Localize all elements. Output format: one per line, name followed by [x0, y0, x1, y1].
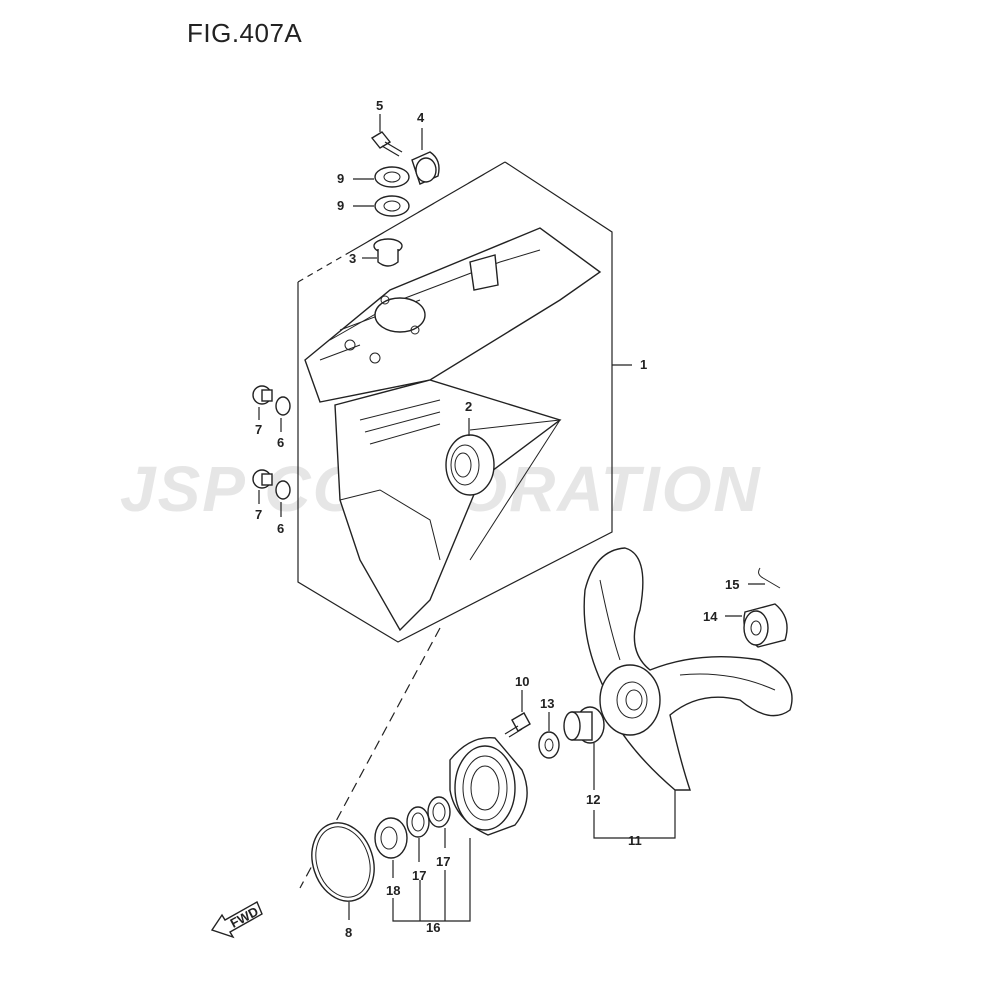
callout-7-upper: 7 — [255, 422, 262, 437]
o-ring-part-8[interactable] — [302, 815, 384, 920]
callout-2: 2 — [465, 399, 472, 414]
plug-part-7-upper[interactable] — [252, 385, 273, 420]
gasket-part-6-lower[interactable] — [275, 480, 291, 517]
housing-part-16[interactable] — [449, 736, 528, 890]
oil-seal-part-17-b[interactable] — [427, 796, 451, 848]
figure-title: FIG.407A — [187, 18, 303, 48]
bushing-part-3[interactable] — [362, 238, 403, 267]
bracket-11 — [593, 790, 676, 839]
fwd-label: FWD — [228, 904, 261, 931]
callout-7-lower: 7 — [255, 507, 262, 522]
callout-6-lower: 6 — [277, 521, 284, 536]
callout-16: 16 — [426, 920, 440, 935]
nut-part-14[interactable] — [725, 603, 788, 648]
gasket-part-6-upper[interactable] — [275, 396, 291, 432]
gear-case-outline — [297, 161, 613, 643]
callout-11: 11 — [628, 833, 642, 848]
callout-8: 8 — [345, 925, 352, 940]
callout-13: 13 — [540, 696, 554, 711]
callout-17-a: 17 — [412, 868, 426, 883]
callout-6-upper: 6 — [277, 435, 284, 450]
oil-seal-part-17-a[interactable] — [406, 806, 430, 862]
washer-part-13[interactable] — [538, 712, 560, 759]
cotter-pin-part-15[interactable] — [748, 567, 781, 589]
callout-17-b: 17 — [436, 854, 450, 869]
callout-4: 4 — [417, 110, 425, 125]
callout-1: 1 — [640, 357, 647, 372]
bearing-part-2[interactable] — [445, 418, 495, 496]
callout-18: 18 — [386, 883, 400, 898]
propeller-part-11[interactable] — [583, 547, 793, 791]
bushing-part-4[interactable] — [411, 128, 440, 185]
bolt-part-5[interactable] — [370, 114, 403, 157]
callout-9-lower: 9 — [337, 198, 344, 213]
oil-seal-part-9-lower[interactable] — [353, 195, 410, 217]
bearing-part-18[interactable] — [374, 817, 408, 878]
callout-3: 3 — [349, 251, 356, 266]
callout-9-upper: 9 — [337, 171, 344, 186]
plug-part-7-lower[interactable] — [252, 469, 273, 504]
callout-12: 12 — [586, 792, 600, 807]
fwd-arrow: FWD — [210, 901, 263, 939]
bracket-16 — [392, 890, 471, 922]
oil-seal-part-9-upper[interactable] — [353, 166, 410, 188]
callout-5: 5 — [376, 98, 383, 113]
bushing-part-12[interactable] — [563, 706, 605, 790]
bolt-part-10[interactable] — [504, 690, 531, 738]
gear-case[interactable] — [304, 227, 602, 632]
callout-10: 10 — [515, 674, 529, 689]
callout-14: 14 — [703, 609, 718, 624]
callout-15: 15 — [725, 577, 739, 592]
